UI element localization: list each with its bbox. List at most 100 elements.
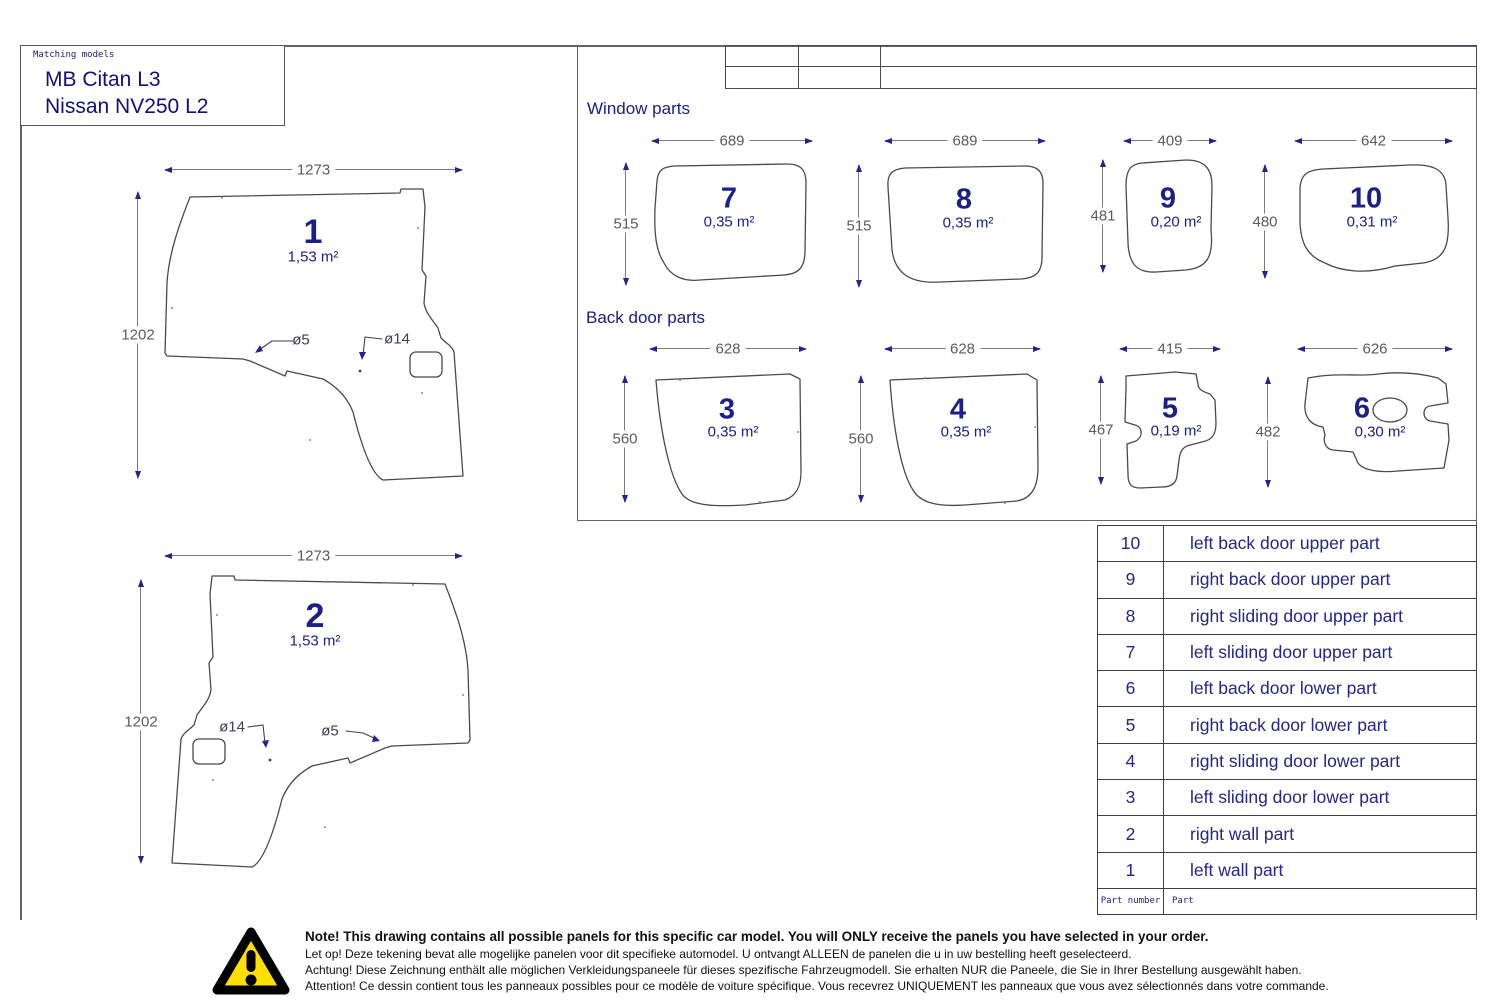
part-8-width-dimension: 689 <box>884 132 1046 150</box>
part-number-cell: 4 <box>1098 743 1164 780</box>
part-number-cell: 1 <box>1098 852 1164 888</box>
part-name-cell: left sliding door lower part <box>1190 787 1390 808</box>
part-number-cell: 7 <box>1098 634 1164 671</box>
part-7-number: 7 <box>720 182 738 215</box>
part-9-height-value: 481 <box>1085 207 1121 225</box>
part-7-height-value: 515 <box>608 215 644 233</box>
table-row: 1 left wall part <box>1098 852 1476 889</box>
part-1-width-dimension: 1273 <box>164 161 463 179</box>
part-4-height-value: 560 <box>843 430 879 448</box>
part-10-height-value: 480 <box>1247 213 1283 230</box>
part-2-outline <box>171 575 471 868</box>
part-5-width-value: 415 <box>1152 340 1188 358</box>
part-5-height-dimension: 467 <box>1083 375 1119 485</box>
part-name-cell: right wall part <box>1190 823 1295 844</box>
warning-line-en: Note! This drawing contains all possible… <box>305 929 1209 944</box>
part-8-outline <box>887 165 1044 283</box>
part-header: Part <box>1172 896 1194 907</box>
part-3-width-dimension: 628 <box>649 340 807 358</box>
part-5-number: 5 <box>1161 392 1179 425</box>
part-3-height-value: 560 <box>607 430 643 448</box>
warning-line-de: Achtung! Diese Zeichnung enthält alle mö… <box>305 963 1302 977</box>
part-6-area: 0,30 m² <box>1354 423 1406 441</box>
part-6-width-dimension: 626 <box>1297 340 1453 358</box>
part-4-number: 4 <box>949 393 967 426</box>
part-8-height-dimension: 515 <box>841 164 877 288</box>
part-5-height-value: 467 <box>1083 421 1119 439</box>
part-7-outline <box>654 163 807 281</box>
part-3-number: 3 <box>718 393 736 426</box>
title-block-vline-2 <box>880 46 882 88</box>
section-title-window-parts: Window parts <box>587 99 690 118</box>
part-name-cell: left wall part <box>1190 859 1284 880</box>
part-4-outline <box>889 373 1039 507</box>
part-7-width-dimension: 689 <box>651 132 813 150</box>
panel-box-bottom-line <box>577 520 1477 522</box>
frame-left-line <box>20 45 22 920</box>
part-1-width-value: 1273 <box>291 161 336 179</box>
part-10-number: 10 <box>1349 182 1383 215</box>
part-3-height-dimension: 560 <box>607 375 643 503</box>
part-1-hole-big-label: ø14 <box>384 330 410 348</box>
part-9-area: 0,20 m² <box>1150 213 1202 231</box>
part-2-hole-big-label: ø14 <box>219 718 245 736</box>
part-number-cell: 2 <box>1098 816 1164 852</box>
part-8-width-value: 689 <box>947 132 983 150</box>
part-10-outline <box>1299 164 1449 272</box>
part-number-cell: 6 <box>1098 671 1164 707</box>
model-name-2: Nissan NV250 L2 <box>45 95 209 118</box>
title-block <box>725 45 1477 89</box>
part-4-width-value: 628 <box>944 340 981 358</box>
model-name-1: MB Citan L3 <box>45 68 161 91</box>
part-3-outline <box>655 373 802 507</box>
part-1-hole-small-label: ø5 <box>292 331 310 349</box>
part-5-outline <box>1124 371 1217 489</box>
part-7-height-dimension: 515 <box>608 162 644 286</box>
part-2-area: 1,53 m² <box>289 632 341 650</box>
part-1-outline <box>164 188 464 481</box>
part-1-number: 1 <box>303 213 323 251</box>
part-10-width-dimension: 642 <box>1294 132 1453 150</box>
table-row: 2 right wall part <box>1098 816 1476 853</box>
part-5-area: 0,19 m² <box>1150 422 1202 440</box>
title-block-vline-1 <box>798 46 800 88</box>
part-1-height-value: 1202 <box>116 326 160 344</box>
part-10-area: 0,31 m² <box>1346 213 1398 231</box>
part-1-height-dimension: 1202 <box>116 191 160 479</box>
part-7-area: 0,35 m² <box>703 213 755 231</box>
part-3-width-value: 628 <box>710 340 746 358</box>
part-8-height-value: 515 <box>841 217 877 235</box>
part-5-width-dimension: 415 <box>1119 340 1221 358</box>
part-3-area: 0,35 m² <box>707 423 759 441</box>
part-6-outline <box>1304 372 1450 473</box>
warning-line-fr: Attention! Ce dessin contient tous les p… <box>305 979 1329 993</box>
part-number-cell: 8 <box>1098 598 1164 634</box>
part-2-height-dimension: 1202 <box>119 579 163 864</box>
part-4-height-dimension: 560 <box>843 375 879 503</box>
part-10-height-dimension: 480 <box>1247 164 1283 279</box>
part-1-area: 1,53 m² <box>287 248 339 266</box>
part-10-width-value: 642 <box>1355 132 1392 150</box>
part-number-cell: 9 <box>1098 562 1164 598</box>
matching-models-label: Matching models <box>33 50 115 60</box>
part-4-area: 0,35 m² <box>940 423 992 441</box>
part-number-cell: 5 <box>1098 707 1164 743</box>
part-number-cell: 3 <box>1098 780 1164 816</box>
panel-box-left-line <box>577 45 579 520</box>
part-6-number: 6 <box>1353 392 1371 425</box>
part-9-number: 9 <box>1159 182 1177 215</box>
table-row: 9 right back door upper part <box>1098 562 1476 599</box>
part-name-cell: right back door upper part <box>1190 569 1391 590</box>
warning-section: Note! This drawing contains all possible… <box>210 926 1329 998</box>
frame-right-line <box>1475 45 1477 920</box>
part-name-cell: right back door lower part <box>1190 714 1388 735</box>
section-title-back-door-parts: Back door parts <box>586 308 706 327</box>
title-block-hline <box>726 66 1476 68</box>
part-2-height-value: 1202 <box>119 713 163 730</box>
part-name-cell: left back door upper part <box>1190 533 1380 554</box>
